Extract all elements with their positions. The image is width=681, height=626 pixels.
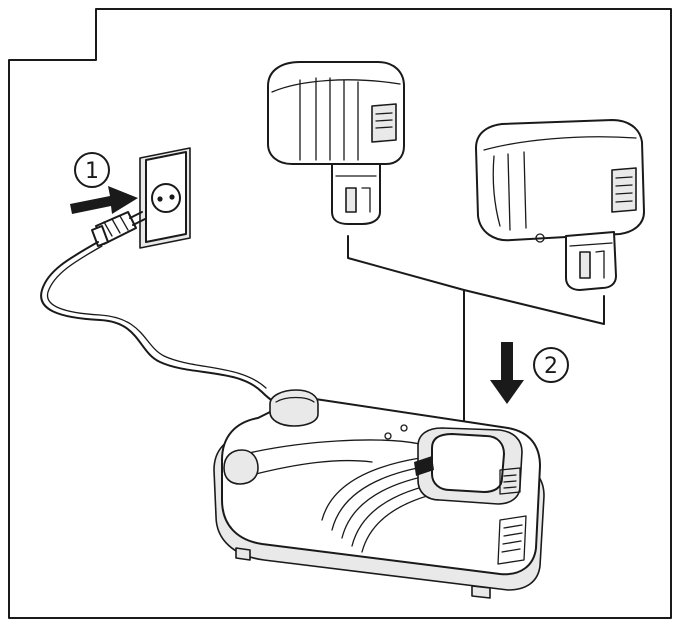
step-2-label: 2 — [544, 354, 558, 379]
wall-outlet — [139, 147, 191, 249]
step-1-label: 1 — [85, 159, 99, 184]
figure-frame — [8, 8, 672, 619]
insert-down-arrow-icon — [490, 342, 524, 404]
step-1-marker: 1 — [74, 152, 110, 188]
battery-pack-a — [267, 61, 405, 225]
power-cord — [40, 241, 287, 407]
step-2-marker: 2 — [533, 347, 569, 383]
battery-charger — [213, 389, 545, 599]
step-1-circle — [74, 152, 110, 188]
power-plug — [91, 211, 146, 247]
insert-arrow-icon — [70, 186, 138, 214]
battery-pack-b — [475, 119, 645, 291]
outlet-socket — [151, 183, 181, 213]
step-2-circle — [533, 347, 569, 383]
